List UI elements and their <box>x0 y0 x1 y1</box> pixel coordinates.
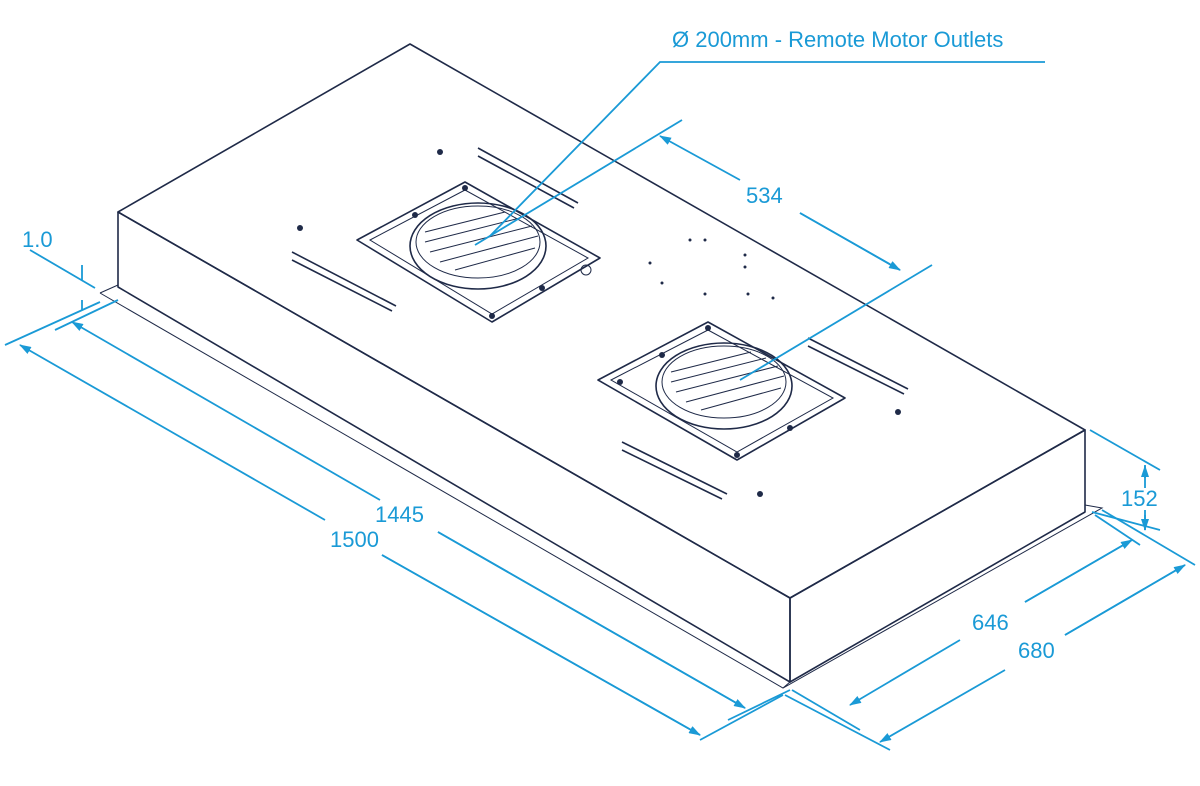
dimension-height: 152 <box>1089 429 1161 531</box>
hood-body <box>117 43 1086 683</box>
mounting-slots <box>291 147 909 500</box>
motor-outlet-2 <box>597 321 901 497</box>
dimension-label-534: 534 <box>746 183 783 208</box>
dimension-label-1-0: 1.0 <box>22 227 53 252</box>
dimension-534: 534 <box>474 119 901 271</box>
mounting-holes <box>648 238 775 300</box>
outlet-leader: Ø 200mm - Remote Motor Outlets <box>489 27 1045 381</box>
dimension-length: 1445 1500 <box>4 299 791 741</box>
dimension-label-152: 152 <box>1121 486 1158 511</box>
dimension-label-680: 680 <box>1018 638 1055 663</box>
flange-plate <box>99 284 1104 689</box>
dimension-label-646: 646 <box>972 610 1009 635</box>
dimension-1-0: 1.0 <box>22 227 96 310</box>
dimension-label-1445: 1445 <box>375 502 424 527</box>
dimension-label-1500: 1500 <box>330 527 379 552</box>
outlet-label: Ø 200mm - Remote Motor Outlets <box>672 27 1003 52</box>
motor-outlet-1 <box>297 149 601 323</box>
dimension-depth: 646 680 <box>784 509 1196 750</box>
